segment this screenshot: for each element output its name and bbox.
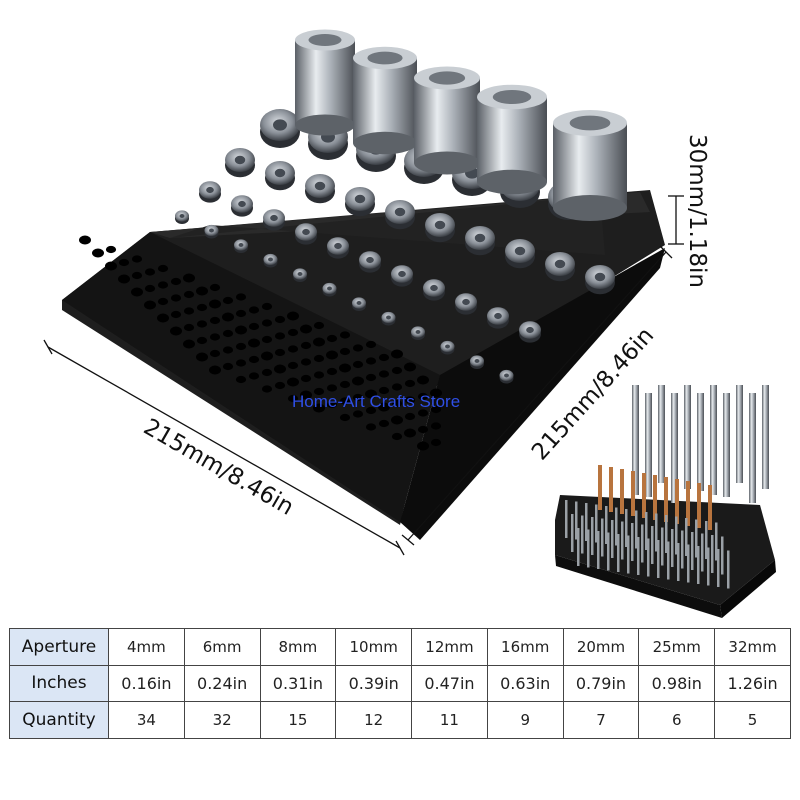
quantity-cell: 6 bbox=[638, 701, 716, 739]
specification-table: Aperture 4mm 6mm 8mm 10mm 12mm 16mm 20mm… bbox=[9, 628, 791, 739]
aperture-row: Aperture 4mm 6mm 8mm 10mm 12mm 16mm 20mm… bbox=[9, 628, 791, 666]
quantity-cell: 11 bbox=[411, 701, 488, 739]
large-collets bbox=[295, 29, 627, 221]
aperture-cell: 32mm bbox=[714, 628, 791, 666]
inches-cell: 0.16in bbox=[108, 664, 185, 703]
height-dimension-label: 30mm/1.18in bbox=[684, 134, 710, 289]
quantity-cell: 34 bbox=[108, 701, 185, 739]
aperture-cell: 4mm bbox=[108, 628, 185, 666]
quantity-cell: 32 bbox=[183, 701, 261, 739]
collet-holder-illustration bbox=[43, 29, 776, 618]
store-watermark: Home-Art Crafts Store bbox=[292, 392, 461, 411]
dimension-lines bbox=[43, 195, 684, 556]
quantity-cell: 7 bbox=[562, 701, 640, 739]
aperture-cell: 25mm bbox=[638, 628, 716, 666]
row-header-inches: Inches bbox=[9, 664, 109, 703]
inset-photo bbox=[555, 385, 776, 618]
product-photo: 215mm/8.46in 215mm/8.46in 30mm/1.18in Ho… bbox=[43, 29, 776, 618]
quantity-cell: 9 bbox=[486, 701, 564, 739]
quantity-row: Quantity 34 32 15 12 11 9 7 6 5 bbox=[9, 701, 791, 739]
inches-cell: 0.39in bbox=[335, 664, 413, 703]
inches-cell: 0.98in bbox=[638, 664, 716, 703]
aperture-cell: 8mm bbox=[259, 628, 337, 666]
quantity-cell: 5 bbox=[714, 701, 791, 739]
quantity-cell: 15 bbox=[259, 701, 337, 739]
inches-cell: 0.47in bbox=[411, 664, 488, 703]
inches-cell: 1.26in bbox=[714, 664, 791, 703]
inches-row: Inches 0.16in 0.24in 0.31in 0.39in 0.47i… bbox=[9, 664, 791, 703]
aperture-cell: 10mm bbox=[335, 628, 413, 666]
hole-grid bbox=[79, 235, 442, 451]
inches-cell: 0.24in bbox=[183, 664, 261, 703]
tray-body bbox=[62, 190, 665, 540]
quantity-cell: 12 bbox=[335, 701, 413, 739]
inches-cell: 0.31in bbox=[259, 664, 337, 703]
aperture-cell: 12mm bbox=[411, 628, 488, 666]
inches-cell: 0.63in bbox=[486, 664, 564, 703]
inches-cell: 0.79in bbox=[562, 664, 640, 703]
aperture-cell: 6mm bbox=[183, 628, 261, 666]
aperture-cell: 16mm bbox=[486, 628, 564, 666]
row-header-quantity: Quantity bbox=[9, 701, 109, 739]
row-header-aperture: Aperture bbox=[9, 628, 109, 666]
aperture-cell: 20mm bbox=[562, 628, 640, 666]
